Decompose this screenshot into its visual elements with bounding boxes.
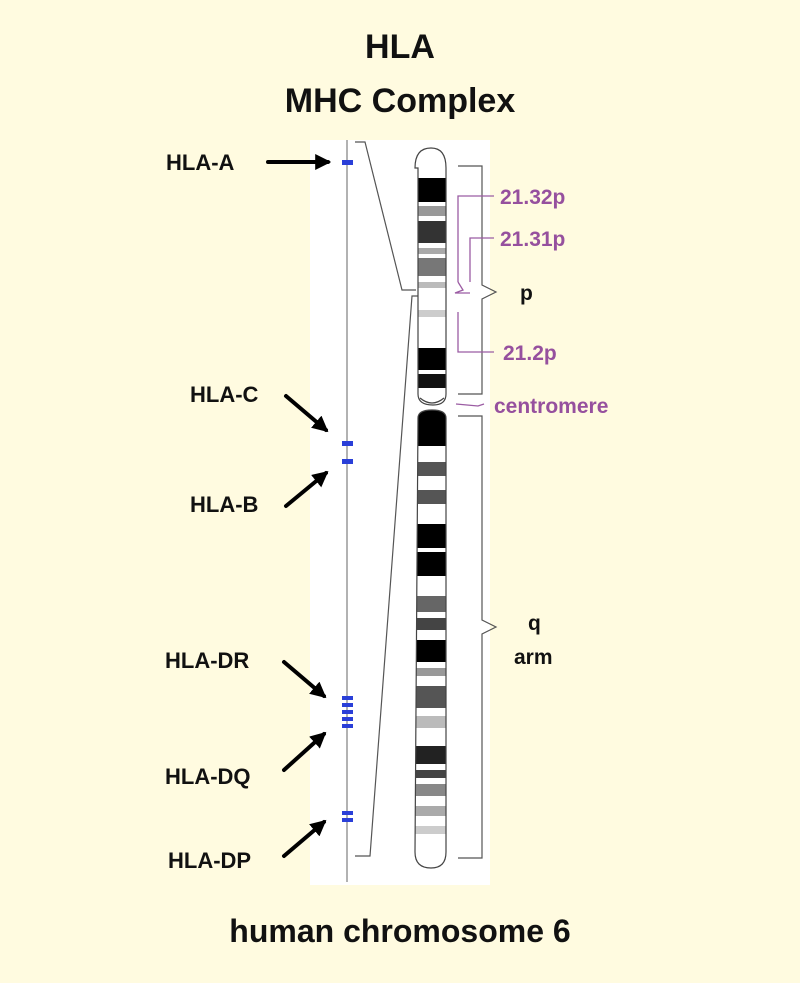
zoom-connector-top [355, 141, 416, 291]
gene-label-hla-c: HLA-C [190, 382, 259, 407]
gene-label-hla-dp: HLA-DP [168, 848, 251, 873]
hla-dq-marker-2 [342, 717, 353, 721]
band-line-centromere [455, 403, 485, 407]
hla-dr-marker-2 [342, 703, 353, 707]
arrow-hla-dp [282, 819, 327, 858]
zoom-connector-bottom [355, 295, 418, 857]
gene-label-hla-dq: HLA-DQ [165, 764, 251, 789]
hla-dp-marker-2 [342, 818, 353, 822]
arrow-hla-dq [282, 731, 327, 772]
title-line-2: MHC Complex [285, 82, 516, 120]
band-line-21-31p [469, 237, 494, 282]
q-arm-bracket [458, 415, 498, 859]
band-line-21-32p [457, 195, 494, 282]
hla-c-marker [342, 441, 353, 446]
gene-label-hla-b: HLA-B [190, 492, 258, 517]
band-line-21-2p [457, 312, 494, 353]
gene-label-hla-dr: HLA-DR [165, 648, 249, 673]
band-label-21-32p: 21.32p [500, 186, 565, 209]
arrow-hla-dr [282, 660, 327, 699]
chromosome-q-arm [414, 409, 447, 869]
p-arm-bracket [458, 165, 498, 395]
arrow-hla-b [284, 470, 329, 508]
hla-a-marker [342, 160, 353, 165]
hla-dp-marker [342, 811, 353, 815]
title-line-1: HLA [365, 28, 435, 66]
band-label-21-2p: 21.2p [503, 342, 557, 365]
gene-label-hla-a: HLA-A [166, 150, 235, 175]
hla-b-marker [342, 459, 353, 464]
band-label-centromere: centromere [494, 395, 608, 418]
hla-dr-marker [342, 696, 353, 700]
band-label-21-31p: 21.31p [500, 228, 565, 251]
q-arm-label-1: q [528, 612, 541, 635]
chromosome-p-arm [414, 147, 447, 406]
p-arm-label: p [520, 282, 533, 305]
hla-dq-marker-3 [342, 724, 353, 728]
q-arm-label-2: arm [514, 646, 553, 669]
band-line-merge [454, 281, 470, 294]
caption: human chromosome 6 [229, 913, 570, 949]
arrow-hla-c [284, 394, 329, 433]
chromosome-panel [310, 140, 490, 885]
gene-markers [342, 160, 353, 822]
hla-dq-marker [342, 710, 353, 714]
